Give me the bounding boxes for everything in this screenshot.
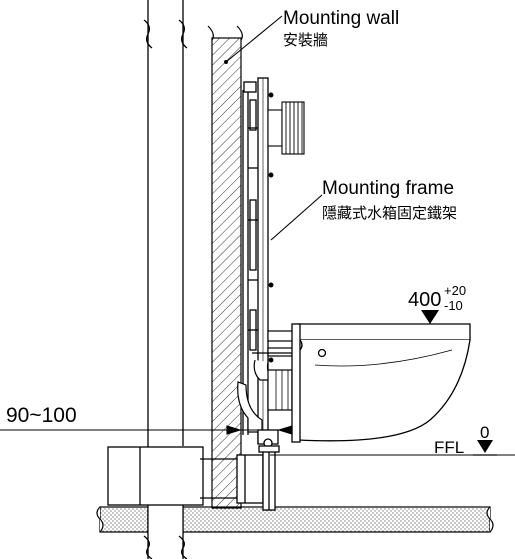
height-value: 400 [408,289,441,311]
mounting-wall [207,25,243,509]
flush-actuator [267,101,305,155]
mounting-frame [242,77,274,444]
mounting-wall-label: Mounting wall [283,8,399,29]
mounting-frame-label: Mounting frame [322,178,454,199]
toilet-bowl [291,323,471,443]
height-marker-triangle [421,310,439,324]
drain-elbow [107,446,264,506]
offset-dimension-line [0,425,293,435]
height-tolerance-plus: +20 [444,283,466,298]
ffl-label: FFL [434,438,464,457]
ffl-marker [473,440,497,456]
ffl-value: 0 [480,423,489,442]
floor-slab [96,506,494,534]
offset-dimension-value: 90~100 [6,404,77,427]
leader-lines [225,15,323,241]
support-bolts [237,330,299,433]
mounting-frame-label-zh: 隱藏式水箱固定鐵架 [322,204,457,222]
mounting-wall-label-zh: 安裝牆 [283,31,328,49]
height-tolerance-minus: -10 [444,298,463,313]
